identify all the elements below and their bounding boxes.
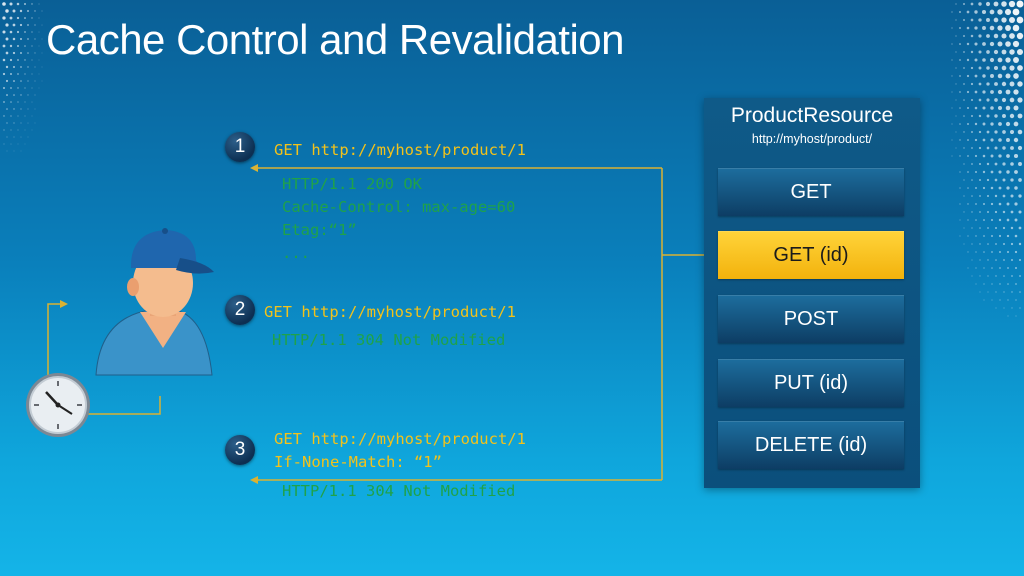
method-delete-id[interactable]: DELETE (id): [718, 421, 904, 469]
step-2-request: GET http://myhost/product/1: [264, 303, 516, 321]
product-resource-panel: ProductResource http://myhost/product/ G…: [704, 98, 920, 488]
right-dot-pattern: [951, 0, 1024, 317]
arrowhead-loop: [60, 300, 68, 308]
method-post[interactable]: POST: [718, 295, 904, 343]
method-get-id[interactable]: GET (id): [718, 231, 904, 279]
left-dot-pattern: [2, 2, 43, 152]
resource-name: ProductResource: [730, 104, 894, 127]
user-icon: [95, 228, 214, 376]
method-get[interactable]: GET: [718, 168, 904, 216]
arrowhead-3: [250, 476, 258, 484]
page-title: Cache Control and Revalidation: [46, 16, 625, 63]
step-3-badge: 3: [225, 435, 255, 465]
resource-url: http://myhost/product/: [751, 132, 873, 146]
step-2-badge: 2: [225, 295, 255, 325]
method-put-id[interactable]: PUT (id): [718, 359, 904, 407]
clock-icon: [26, 373, 90, 437]
step-1-response-line: Cache-Control: max-age=60: [282, 198, 516, 216]
arrowhead-1: [250, 164, 258, 172]
step-1-response-line: HTTP/1.1 200 OK: [282, 175, 422, 193]
step-2-response: HTTP/1.1 304 Not Modified: [272, 331, 506, 349]
step-1-badge: 1: [225, 132, 255, 162]
step-3-response: HTTP/1.1 304 Not Modified: [282, 482, 516, 500]
step-3-request: GET http://myhost/product/1: [274, 430, 526, 448]
step-1-response-line: ...: [282, 244, 310, 262]
step-1-request: GET http://myhost/product/1: [274, 141, 526, 159]
step-1-response-line: Etag:“1”: [282, 221, 357, 239]
step-3-request-header: If-None-Match: “1”: [274, 453, 442, 471]
